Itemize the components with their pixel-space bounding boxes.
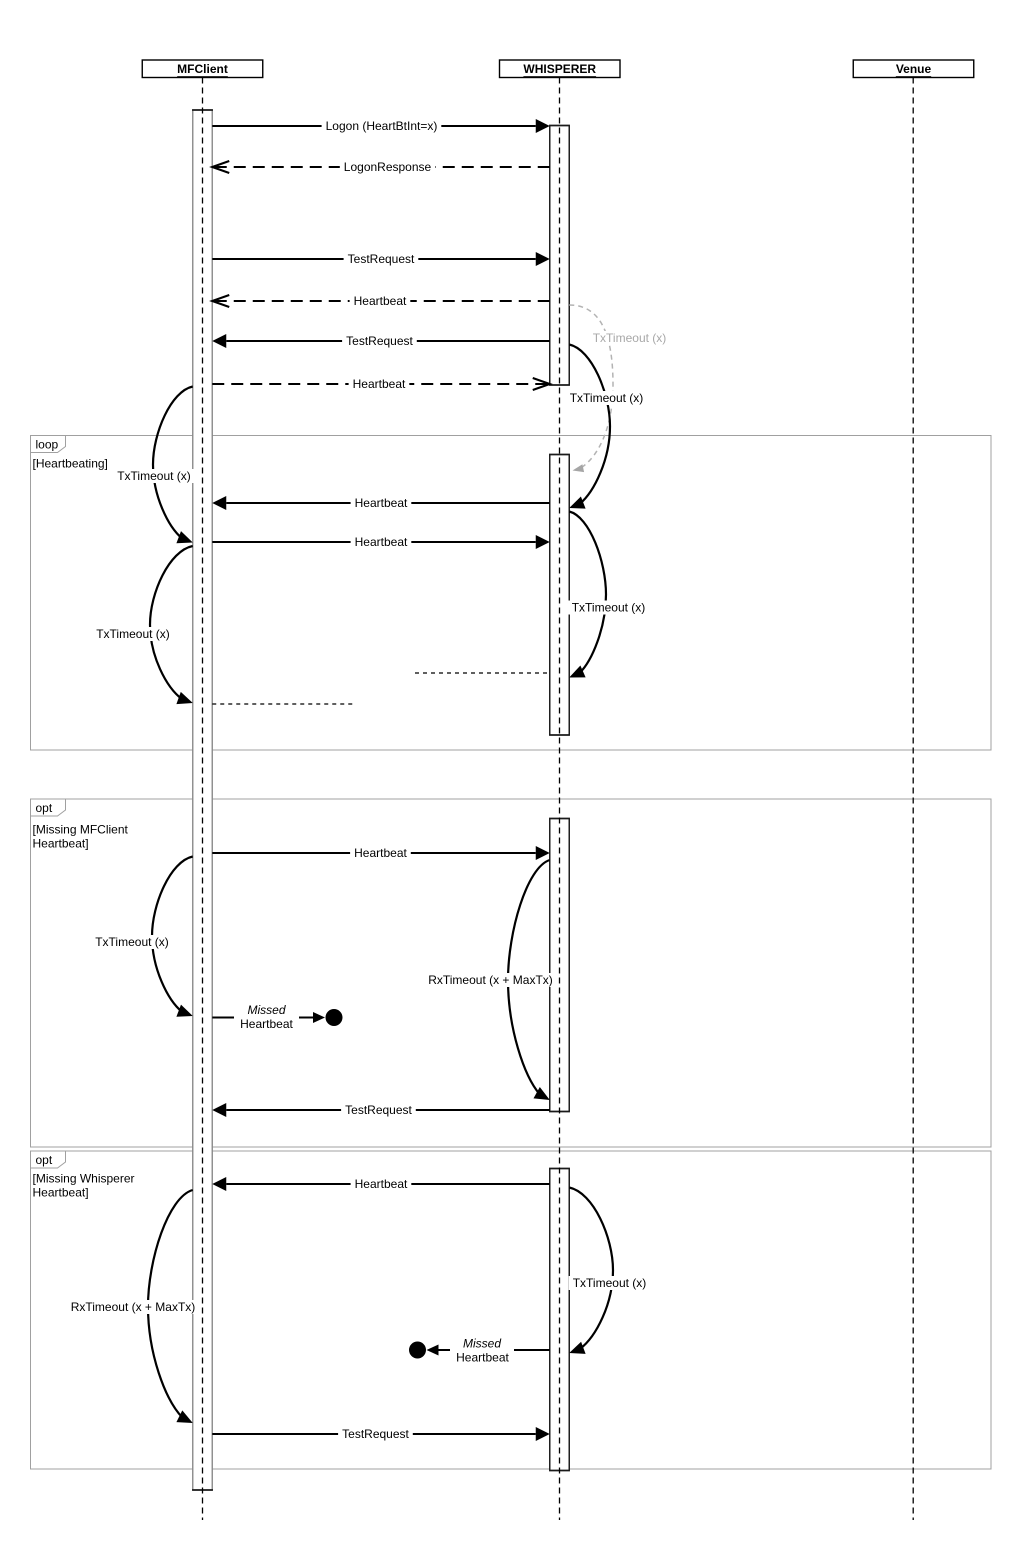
svg-text:RxTimeout (x + MaxTx): RxTimeout (x + MaxTx) xyxy=(71,1300,196,1314)
svg-text:[Heartbeating]: [Heartbeating] xyxy=(33,457,108,471)
svg-text:WHISPERER: WHISPERER xyxy=(523,62,596,76)
svg-text:Heartbeat: Heartbeat xyxy=(355,1177,408,1191)
svg-text:TxTimeout (x): TxTimeout (x) xyxy=(117,469,191,483)
svg-text:TxTimeout (x): TxTimeout (x) xyxy=(593,331,667,345)
svg-text:loop: loop xyxy=(36,438,59,452)
svg-text:TxTimeout (x): TxTimeout (x) xyxy=(572,601,646,615)
svg-text:Missed: Missed xyxy=(463,1337,501,1351)
svg-text:TestRequest: TestRequest xyxy=(346,334,413,348)
svg-text:Heartbeat: Heartbeat xyxy=(240,1017,293,1031)
svg-text:Heartbeat: Heartbeat xyxy=(456,1351,509,1365)
svg-text:Venue: Venue xyxy=(896,62,932,76)
svg-text:Heartbeat: Heartbeat xyxy=(354,294,407,308)
svg-text:TestRequest: TestRequest xyxy=(342,1427,409,1441)
svg-text:LogonResponse: LogonResponse xyxy=(344,160,432,174)
svg-text:Heartbeat: Heartbeat xyxy=(355,496,408,510)
svg-text:Heartbeat: Heartbeat xyxy=(354,846,407,860)
svg-text:Heartbeat]: Heartbeat] xyxy=(33,837,89,851)
svg-text:Heartbeat]: Heartbeat] xyxy=(33,1186,89,1200)
svg-text:Logon (HeartBtInt=x): Logon (HeartBtInt=x) xyxy=(326,119,438,133)
svg-text:TxTimeout (x): TxTimeout (x) xyxy=(95,935,169,949)
svg-text:Missed: Missed xyxy=(247,1003,285,1017)
svg-text:TxTimeout (x): TxTimeout (x) xyxy=(573,1276,647,1290)
svg-text:Heartbeat: Heartbeat xyxy=(353,377,406,391)
svg-text:TxTimeout (x): TxTimeout (x) xyxy=(570,391,644,405)
svg-text:Heartbeat: Heartbeat xyxy=(355,535,408,549)
svg-text:TestRequest: TestRequest xyxy=(345,1103,412,1117)
svg-text:RxTimeout (x + MaxTx): RxTimeout (x + MaxTx) xyxy=(428,973,553,987)
svg-text:[Missing Whisperer: [Missing Whisperer xyxy=(33,1172,135,1186)
svg-text:opt: opt xyxy=(36,801,53,815)
svg-text:TxTimeout (x): TxTimeout (x) xyxy=(96,627,170,641)
svg-text:[Missing MFClient: [Missing MFClient xyxy=(33,823,129,837)
svg-text:opt: opt xyxy=(36,1153,53,1167)
svg-text:MFClient: MFClient xyxy=(177,62,228,76)
svg-text:TestRequest: TestRequest xyxy=(348,252,415,266)
